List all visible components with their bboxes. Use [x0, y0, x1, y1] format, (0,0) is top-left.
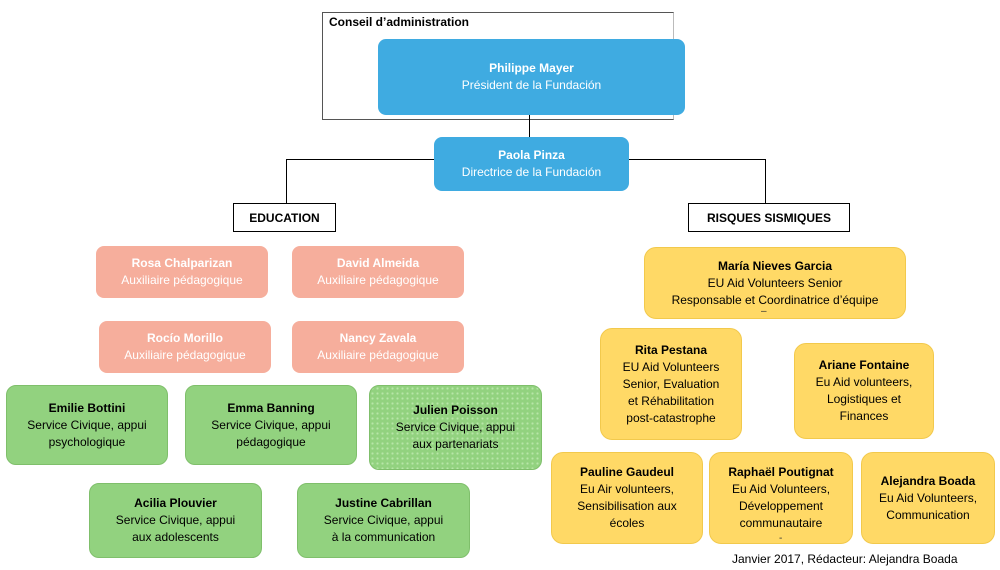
person-name: Rocío Morillo: [147, 331, 223, 345]
connector-risques-vertical: [765, 159, 766, 204]
person-role: Auxiliaire pédagogique: [317, 348, 439, 362]
person-name: Alejandra Boada: [880, 473, 976, 488]
person-role: Eu Aid volunteers, Logistiques et Financ…: [815, 375, 913, 423]
risques-rita-box: Rita Pestana EU Aid Volunteers Senior, E…: [600, 328, 742, 440]
connector-education-vertical: [286, 159, 287, 204]
lead-dash-mark: –: [761, 306, 767, 317]
education-label: EDUCATION: [233, 203, 336, 232]
auxiliaire-nancy-box: Nancy Zavala Auxiliaire pédagogique: [292, 321, 464, 373]
risques-raphael-box: Raphaël Poutignat Eu Aid Volunteers, Dév…: [709, 452, 853, 544]
person-role: Service Civique, appui à la communicatio…: [323, 513, 444, 544]
service-civique-emilie-box: Emilie Bottini Service Civique, appui ps…: [6, 385, 168, 465]
footer-caption: Janvier 2017, Rédacteur: Alejandra Boada: [732, 552, 958, 566]
person-role: Service Civique, appui pédagogique: [211, 417, 331, 449]
person-role: Service Civique, appui aux partenariats: [395, 420, 516, 451]
person-role: EU Aid Volunteers Senior, Evaluation et …: [622, 359, 720, 425]
person-role: EU Aid Volunteers Senior Responsable et …: [671, 275, 879, 307]
risques-label: RISQUES SISMIQUES: [688, 203, 850, 232]
director-role: Directrice de la Fundación: [461, 165, 602, 179]
president-box: Philippe Mayer Président de la Fundación: [378, 39, 685, 115]
connector-director-right: [628, 159, 766, 160]
service-civique-acilia-box: Acilia Plouvier Service Civique, appui a…: [89, 483, 262, 558]
person-role: Auxiliaire pédagogique: [121, 273, 243, 287]
connector-president-director: [529, 115, 530, 139]
auxiliaire-david-box: David Almeida Auxiliaire pédagogique: [292, 246, 464, 298]
board-title: Conseil d’administration: [329, 15, 470, 29]
person-name: María Nieves Garcia: [717, 258, 833, 273]
person-role: Eu Aid Volunteers, Développement communa…: [731, 482, 831, 530]
person-role: Service Civique, appui psychologique: [27, 417, 147, 449]
person-name: Rosa Chalparizan: [131, 256, 233, 270]
person-role: Service Civique, appui aux adolescents: [115, 513, 236, 544]
director-name: Paola Pinza: [498, 148, 565, 162]
person-name: Acilia Plouvier: [134, 496, 217, 510]
risques-pauline-box: Pauline Gaudeul Eu Air volunteers, Sensi…: [551, 452, 703, 544]
person-name: Justine Cabrillan: [335, 496, 432, 510]
person-name: Nancy Zavala: [339, 331, 417, 345]
auxiliaire-rosa-box: Rosa Chalparizan Auxiliaire pédagogique: [96, 246, 268, 298]
person-name: Pauline Gaudeul: [579, 465, 675, 479]
person-name: Rita Pestana: [634, 342, 708, 357]
person-name: Emma Banning: [227, 400, 315, 415]
risques-ariane-box: Ariane Fontaine Eu Aid volunteers, Logis…: [794, 343, 934, 439]
person-name: Ariane Fontaine: [818, 358, 910, 372]
service-civique-emma-box: Emma Banning Service Civique, appui péda…: [185, 385, 357, 465]
person-role: Auxiliaire pédagogique: [124, 348, 246, 362]
risques-alejandra-box: Alejandra Boada Eu Aid Volunteers, Commu…: [861, 452, 995, 544]
person-role: Eu Aid Volunteers, Communication: [878, 490, 978, 522]
risques-lead-box: María Nieves Garcia EU Aid Volunteers Se…: [644, 247, 906, 319]
person-name: Raphaël Poutignat: [728, 465, 834, 479]
service-civique-julien-box: Julien Poisson Service Civique, appui au…: [369, 385, 542, 470]
director-box: Paola Pinza Directrice de la Fundación: [434, 137, 629, 191]
service-civique-justine-box: Justine Cabrillan Service Civique, appui…: [297, 483, 470, 558]
connector-director-left: [286, 159, 434, 160]
president-name: Philippe Mayer: [489, 61, 574, 75]
auxiliaire-rocio-box: Rocío Morillo Auxiliaire pédagogique: [99, 321, 271, 373]
president-role: Président de la Fundación: [461, 78, 602, 92]
raphael-dash-mark: -: [779, 533, 783, 544]
person-role: Eu Air volunteers, Sensibilisation aux é…: [577, 482, 677, 530]
person-name: Julien Poisson: [413, 403, 498, 417]
person-role: Auxiliaire pédagogique: [317, 273, 439, 287]
person-name: Emilie Bottini: [48, 400, 126, 415]
person-name: David Almeida: [336, 256, 420, 270]
